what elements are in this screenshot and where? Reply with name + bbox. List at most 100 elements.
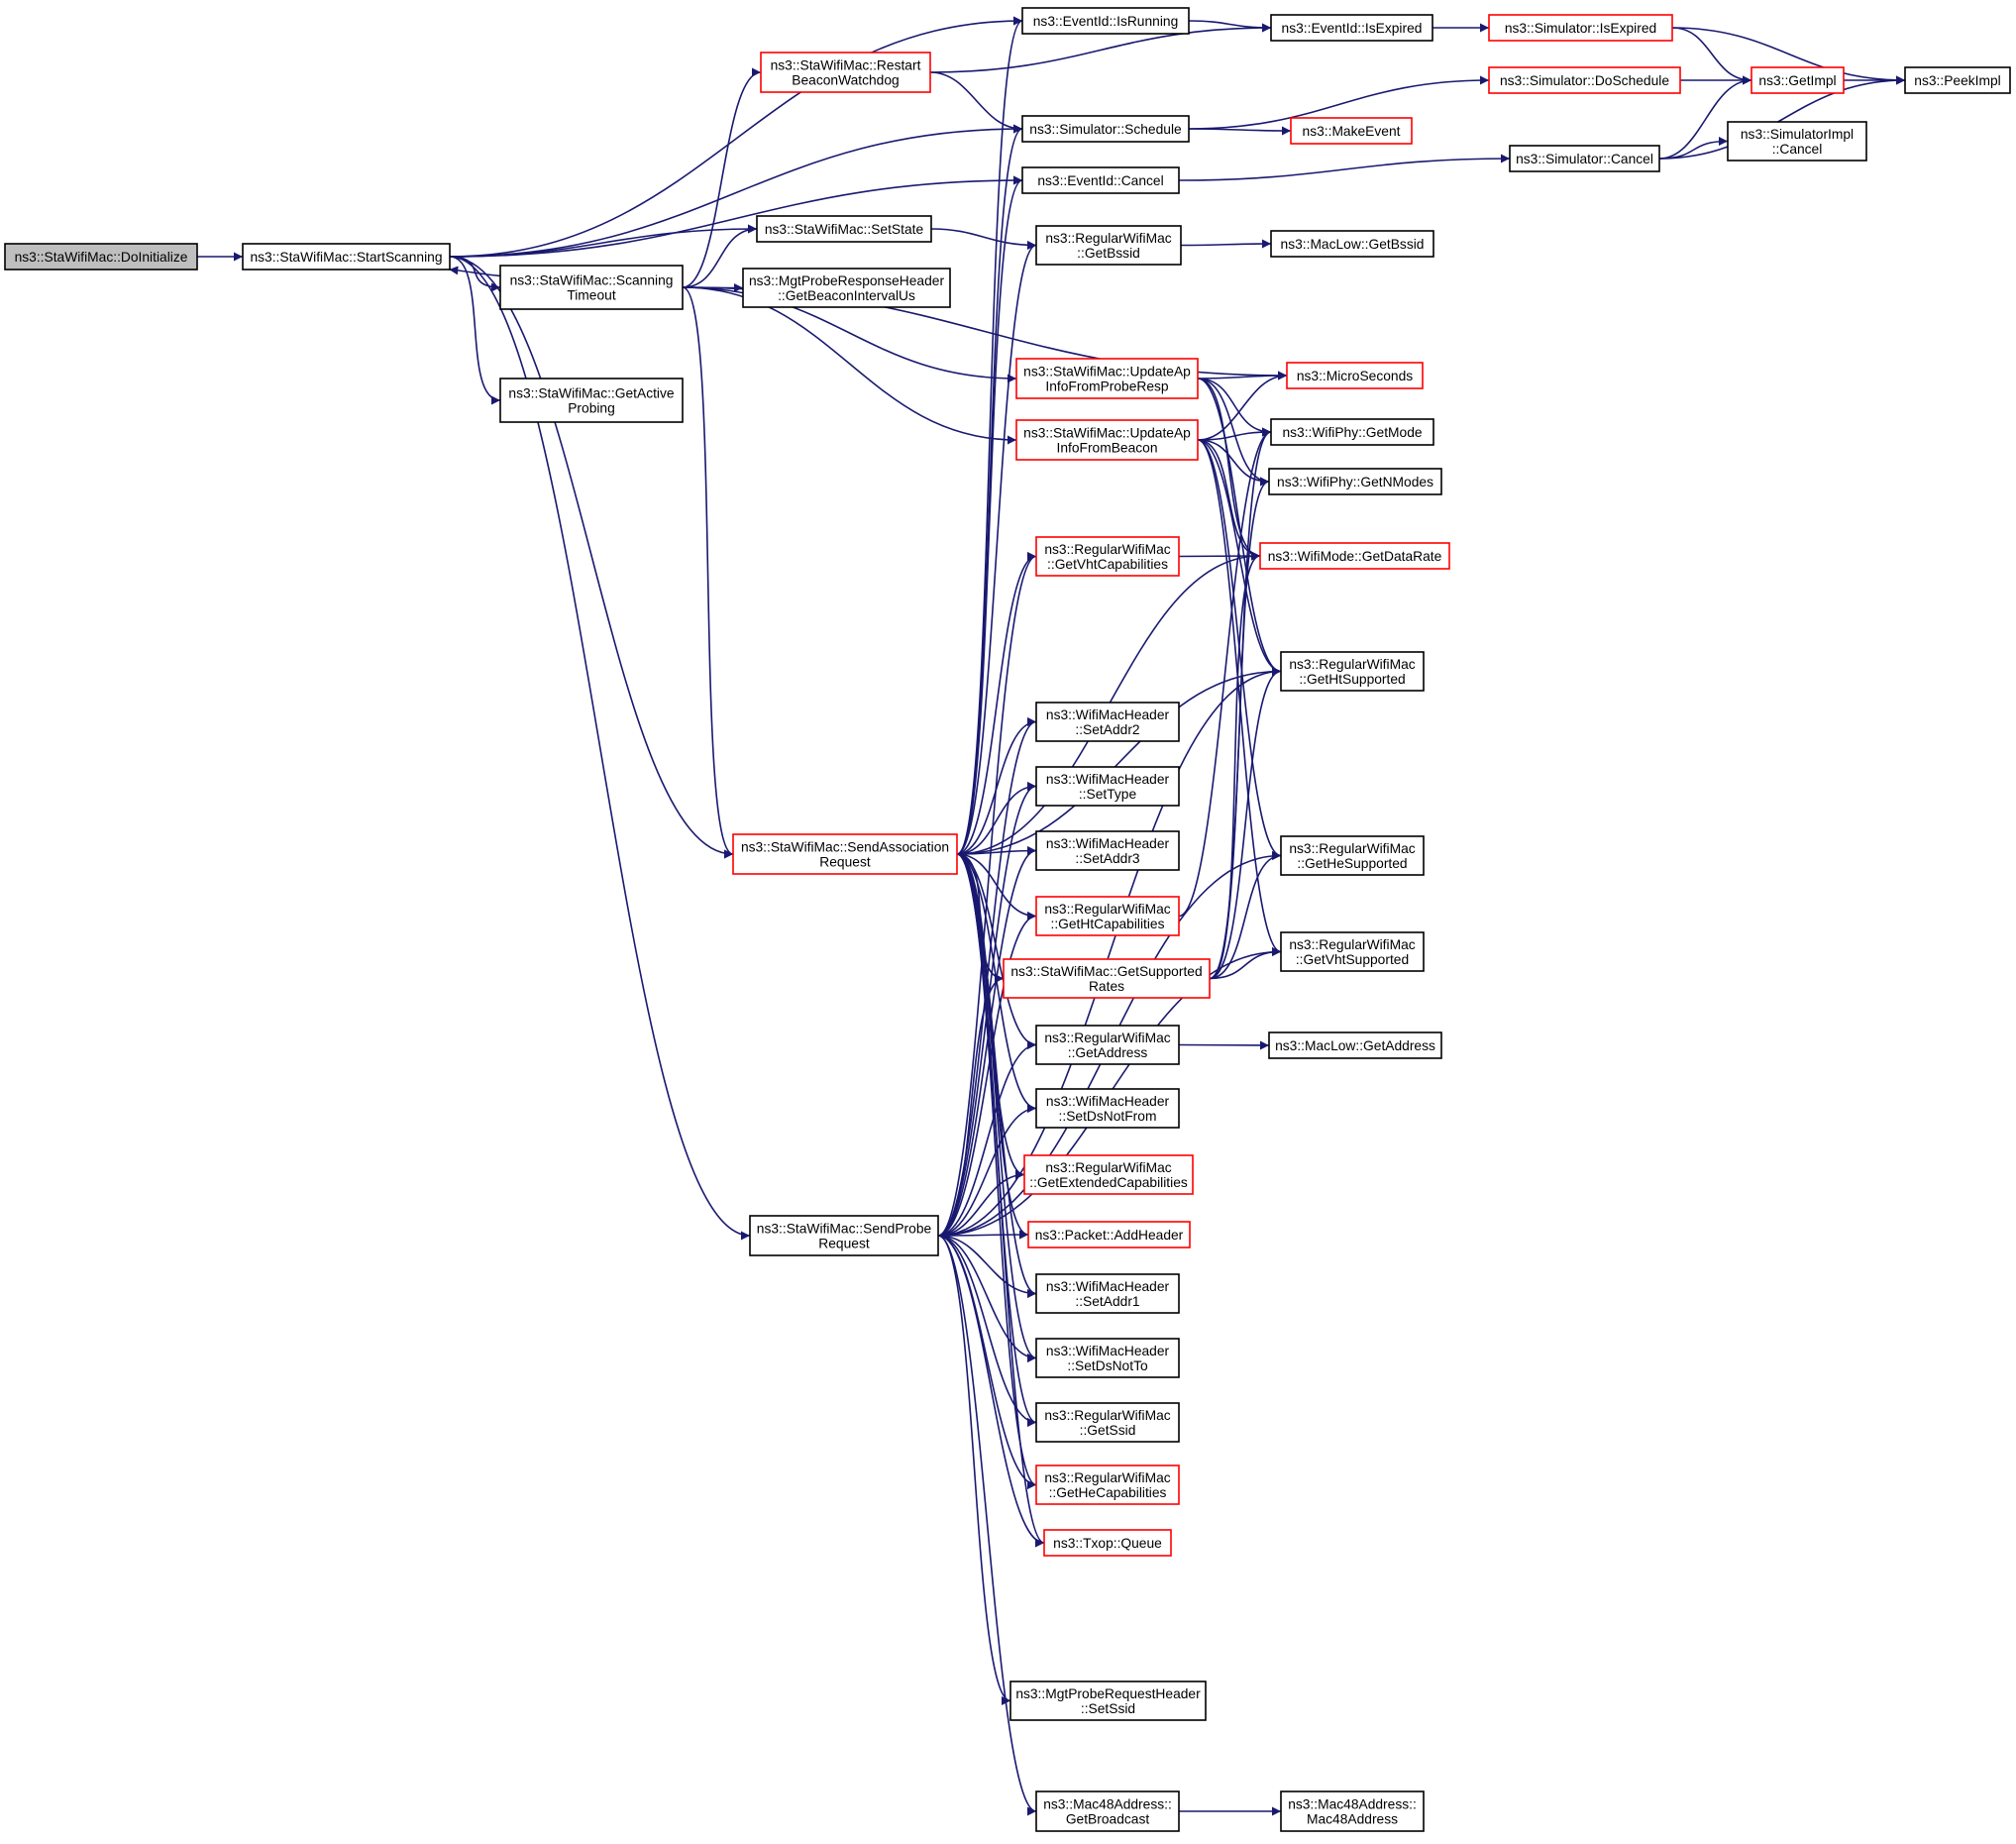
node-label: ::GetAddress — [1068, 1045, 1148, 1060]
node-label: ns3::MgtProbeResponseHeader — [749, 273, 945, 288]
node-box — [1280, 651, 1425, 692]
node-getssid[interactable]: ns3::RegularWifiMac::GetSsid — [1035, 1402, 1180, 1443]
node-box — [1023, 1154, 1194, 1195]
node-label: GetBroadcast — [1066, 1812, 1150, 1827]
call-edge-sendprobe-to-mgtsetssid — [937, 1235, 1011, 1705]
node-getimpl[interactable]: ns3::GetImpl — [1751, 66, 1845, 94]
node-mgtsetssid[interactable]: ns3::MgtProbeRequestHeader::SetSsid — [1009, 1681, 1207, 1721]
node-cancel[interactable]: ns3::EventId::Cancel — [1021, 166, 1180, 194]
node-label: InfoFromProbeResp — [1045, 380, 1169, 394]
node-label: ns3::WifiMacHeader — [1046, 772, 1170, 787]
node-box — [1268, 1031, 1442, 1059]
call-edge-sendprobe-to-hetsup — [937, 667, 1282, 1237]
node-getmode[interactable]: ns3::WifiPhy::GetMode — [1270, 418, 1434, 446]
node-label: ns3::RegularWifiMac — [1289, 841, 1415, 856]
node-label: ns3::Txop::Queue — [1053, 1536, 1162, 1551]
node-box — [1509, 145, 1660, 172]
node-gethecap[interactable]: ns3::RegularWifiMac::GetHeCapabilities — [1035, 1464, 1180, 1505]
node-vhtsup[interactable]: ns3::RegularWifiMac::GetVhtSupported — [1280, 931, 1425, 972]
node-getnmodes[interactable]: ns3::WifiPhy::GetNModes — [1268, 468, 1442, 495]
node-getbssid[interactable]: ns3::RegularWifiMac::GetBssid — [1035, 225, 1182, 266]
node-setaddr3[interactable]: ns3::WifiMacHeader::SetAddr3 — [1035, 830, 1180, 871]
node-box — [1015, 419, 1199, 461]
node-peekimpl[interactable]: ns3::PeekImpl — [1904, 66, 2011, 94]
node-getaddress[interactable]: ns3::RegularWifiMac::GetAddress — [1035, 1025, 1180, 1065]
node-setstate[interactable]: ns3::StaWifiMac::SetState — [756, 215, 932, 243]
node-box — [1268, 468, 1442, 495]
node-isexpired[interactable]: ns3::EventId::IsExpired — [1270, 14, 1433, 42]
node-hesup[interactable]: ns3::RegularWifiMac::GetHeSupported — [1280, 835, 1425, 876]
node-schedule[interactable]: ns3::Simulator::Schedule — [1021, 115, 1190, 143]
call-edge-sendassoc-to-cancel — [956, 175, 1023, 855]
node-label: ns3::WifiMacHeader — [1046, 836, 1170, 851]
call-edge-scantimeout-to-restartbw — [682, 67, 762, 288]
node-setaddr1[interactable]: ns3::WifiMacHeader::SetAddr1 — [1035, 1273, 1180, 1314]
node-label: ns3::StaWifiMac::SendAssociation — [741, 840, 949, 855]
node-doinit[interactable]: ns3::StaWifiMac::DoInitialize — [4, 243, 198, 271]
node-label: ::Cancel — [1772, 142, 1823, 157]
node-label: ns3::StaWifiMac::SetState — [765, 222, 924, 237]
node-getextcap[interactable]: ns3::RegularWifiMac::GetExtendedCapabili… — [1023, 1154, 1194, 1195]
node-box — [749, 1215, 939, 1256]
call-edge-startscan-to-isrunning — [449, 16, 1023, 258]
node-settype[interactable]: ns3::WifiMacHeader::SetType — [1035, 766, 1180, 807]
node-label: ::GetHtSupported — [1299, 672, 1405, 687]
node-box — [242, 243, 451, 271]
node-mgtprobeint[interactable]: ns3::MgtProbeResponseHeader::GetBeaconIn… — [742, 268, 951, 308]
call-edge-sendprobe-to-getaddress — [937, 1040, 1037, 1237]
node-simimplcancel[interactable]: ns3::SimulatorImpl::Cancel — [1727, 121, 1867, 162]
node-box — [1035, 1464, 1180, 1505]
node-label: ns3::StaWifiMac::Scanning — [510, 273, 674, 288]
node-setdsnotfrom[interactable]: ns3::WifiMacHeader::SetDsNotFrom — [1035, 1088, 1180, 1129]
node-label: ns3::StaWifiMac::GetActive — [508, 386, 674, 401]
node-getbroadcast[interactable]: ns3::Mac48Address::GetBroadcast — [1035, 1790, 1180, 1832]
call-edge-sendprobe-to-txopqueue — [937, 1235, 1045, 1548]
node-isrunning[interactable]: ns3::EventId::IsRunning — [1021, 7, 1190, 35]
node-getdatarate[interactable]: ns3::WifiMode::GetDataRate — [1259, 542, 1450, 570]
node-addheader[interactable]: ns3::Packet::AddHeader — [1027, 1221, 1191, 1248]
node-setdsnotto[interactable]: ns3::WifiMacHeader::SetDsNotTo — [1035, 1338, 1180, 1378]
call-edge-startscan-to-getactive — [449, 256, 501, 405]
node-doschedule[interactable]: ns3::Simulator::DoSchedule — [1488, 66, 1681, 94]
node-box — [1727, 121, 1867, 162]
node-startscan[interactable]: ns3::StaWifiMac::StartScanning — [242, 243, 451, 271]
call-edge-updbeacon-to-getmode — [1197, 427, 1272, 441]
node-updprobe[interactable]: ns3::StaWifiMac::UpdateApInfoFromProbeRe… — [1015, 358, 1199, 399]
node-label: ::GetSsid — [1080, 1423, 1136, 1438]
node-makeevent[interactable]: ns3::MakeEvent — [1290, 117, 1413, 145]
node-box — [1035, 830, 1180, 871]
node-label: Request — [819, 855, 871, 870]
node-macctor[interactable]: ns3::Mac48Address::Mac48Address — [1280, 1790, 1425, 1832]
node-setaddr2[interactable]: ns3::WifiMacHeader::SetAddr2 — [1035, 702, 1180, 742]
node-box — [1035, 702, 1180, 742]
node-microseconds[interactable]: ns3::MicroSeconds — [1286, 362, 1424, 389]
node-label: ns3::MacLow::GetAddress — [1275, 1038, 1435, 1053]
node-box — [1035, 766, 1180, 807]
node-label: ns3::WifiMode::GetDataRate — [1268, 549, 1442, 564]
node-txopqueue[interactable]: ns3::Txop::Queue — [1043, 1529, 1172, 1557]
node-macgetbssid[interactable]: ns3::MacLow::GetBssid — [1270, 230, 1434, 258]
node-simcancel[interactable]: ns3::Simulator::Cancel — [1509, 145, 1660, 172]
node-gethtcap[interactable]: ns3::RegularWifiMac::GetHtCapabilities — [1035, 896, 1180, 936]
node-label: ::GetHtCapabilities — [1050, 917, 1164, 931]
call-edge-scantimeout-to-updprobe — [682, 286, 1017, 383]
node-box — [1290, 117, 1413, 145]
node-macgetaddr[interactable]: ns3::MacLow::GetAddress — [1268, 1031, 1442, 1059]
node-label: ns3::EventId::IsExpired — [1282, 21, 1423, 36]
call-edge-sendassoc-to-settype — [956, 782, 1037, 855]
call-edge-simcancel-to-peekimpl — [1658, 75, 1906, 160]
call-edge-scantimeout-to-setstate — [682, 224, 758, 288]
node-label: ns3::PeekImpl — [1914, 73, 2000, 88]
call-edge-sendprobe-to-setaddr2 — [937, 717, 1037, 1237]
node-getvhtcap[interactable]: ns3::RegularWifiMac::GetVhtCapabilities — [1035, 536, 1180, 577]
node-box — [1043, 1529, 1172, 1557]
node-simisexpired[interactable]: ns3::Simulator::IsExpired — [1488, 14, 1673, 42]
node-hetsup[interactable]: ns3::RegularWifiMac::GetHtSupported — [1280, 651, 1425, 692]
